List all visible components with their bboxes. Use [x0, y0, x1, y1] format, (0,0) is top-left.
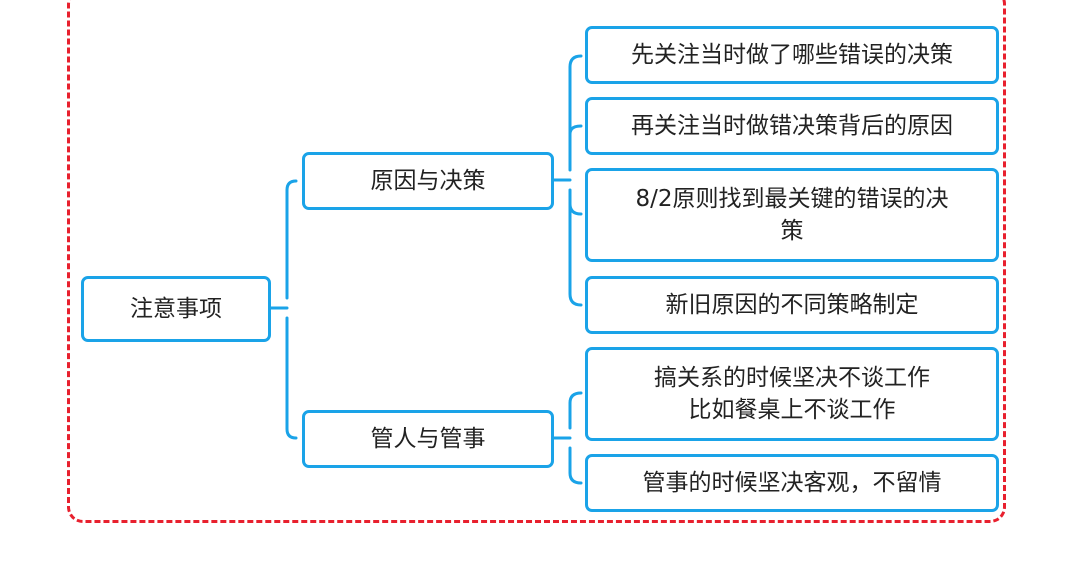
leaf-text-line: 策 [780, 218, 804, 244]
leaf-node: 新旧原因的不同策略制定 [585, 276, 999, 334]
leaf-text-line: 8/2原则找到最关键的错误的决 [635, 186, 949, 212]
leaf-node: 管事的时候坚决客观，不留情 [585, 454, 999, 512]
leaf-text-line: 新旧原因的不同策略制定 [665, 292, 919, 318]
connector-root-to-branch-2 [285, 316, 298, 440]
leaf-node: 先关注当时做了哪些错误的决策 [585, 26, 999, 84]
connector-to-leaf-2 [568, 124, 583, 136]
connector-to-leaf-1 [568, 54, 583, 172]
leaf-node: 8/2原则找到最关键的错误的决 策 [585, 168, 999, 262]
mindmap-root-node: 注意事项 [81, 276, 271, 342]
leaf-text-line: 搞关系的时候坚决不谈工作 [654, 365, 930, 391]
branch-label: 原因与决策 [370, 168, 486, 194]
connector-to-leaf-4 [568, 188, 583, 307]
connector-to-leaf-6 [568, 446, 583, 485]
leaf-text-line: 比如餐桌上不谈工作 [688, 397, 896, 423]
leaf-text-line: 管事的时候坚决客观，不留情 [642, 470, 942, 496]
dashed-frame [67, 0, 1006, 523]
branch-node-people-affairs: 管人与管事 [302, 410, 554, 468]
leaf-node: 搞关系的时候坚决不谈工作 比如餐桌上不谈工作 [585, 347, 999, 441]
root-label: 注意事项 [130, 296, 222, 322]
connector-to-leaf-5 [568, 391, 583, 430]
connector-root-to-branch-1 [285, 179, 298, 300]
leaf-text-line: 先关注当时做了哪些错误的决策 [631, 42, 953, 68]
leaf-node: 再关注当时做错决策背后的原因 [585, 97, 999, 155]
leaf-text-line: 再关注当时做错决策背后的原因 [631, 113, 953, 139]
connector-to-leaf-3 [568, 202, 583, 216]
branch-label: 管人与管事 [370, 426, 486, 452]
branch-node-cause-decision: 原因与决策 [302, 152, 554, 210]
